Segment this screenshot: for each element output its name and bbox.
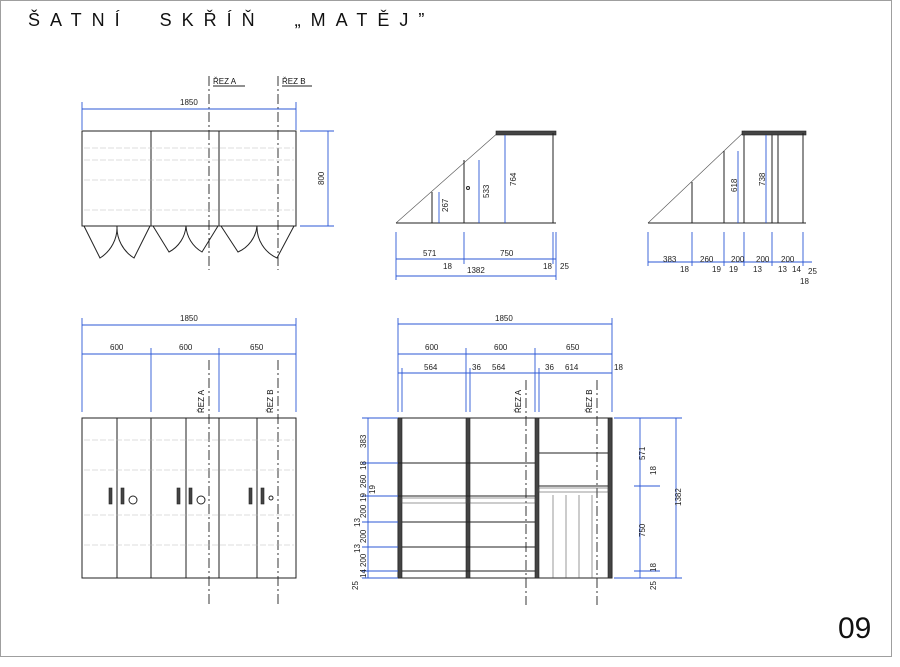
interior-right-r4: 18 [649, 563, 658, 572]
plan-depth-label: 800 [317, 171, 326, 185]
cut-label-b-front: ŘEZ B [266, 389, 275, 413]
front-w2: 600 [179, 343, 193, 352]
interior-left-11: 25 [351, 581, 360, 590]
section-b-d4: 19 [712, 265, 721, 274]
interior-left-10: 14 [359, 569, 368, 578]
plan-view: ŘEZ A ŘEZ B 1850 800 [81, 76, 334, 270]
interior-left-4: 19 [368, 485, 377, 494]
sheet-border [0, 0, 892, 657]
section-a-total: 1382 [467, 266, 485, 275]
section-b-d8: 13 [753, 265, 762, 274]
interior-left-7: 200 [359, 529, 368, 543]
section-b-d9: 200 [781, 255, 795, 264]
cut-label-b-interior: ŘEZ B [585, 389, 594, 413]
interior-right-total: 1382 [674, 488, 683, 506]
section-a-d2: 750 [500, 249, 514, 258]
interior-left-5: 200 [359, 504, 368, 518]
section-a: 267 533 764 571 750 18 18 25 1382 [395, 130, 569, 280]
interior-i6: 18 [614, 363, 623, 372]
interior-w1: 600 [425, 343, 439, 352]
interior-left-9: 200 [359, 553, 368, 567]
interior-left-8: 13 [353, 544, 362, 553]
section-a-d4: 18 [543, 262, 552, 271]
interior-right-r2: 18 [649, 466, 658, 475]
section-b-h1: 618 [730, 178, 739, 192]
interior-i4: 36 [545, 363, 554, 372]
interior-left-3: 19 [359, 493, 368, 502]
interior-view: 1850 600 600 650 564 36 564 36 614 18 ŘE… [351, 314, 683, 605]
section-a-h2: 533 [482, 184, 491, 198]
section-b: 618 738 383 18 260 19 200 19 200 13 200 … [647, 130, 817, 286]
section-a-h1: 267 [441, 198, 450, 212]
section-b-d5: 200 [731, 255, 745, 264]
section-b-d12: 25 [808, 267, 817, 276]
section-b-d10: 13 [778, 265, 787, 274]
section-a-d1: 571 [423, 249, 437, 258]
interior-w2: 600 [494, 343, 508, 352]
section-b-d1: 383 [663, 255, 677, 264]
interior-total: 1850 [495, 314, 513, 323]
cut-label-a-interior: ŘEZ A [514, 389, 523, 413]
section-b-d2: 18 [680, 265, 689, 274]
section-b-d7: 200 [756, 255, 770, 264]
section-a-d5: 25 [560, 262, 569, 271]
interior-i2: 36 [472, 363, 481, 372]
interior-left-6: 13 [353, 518, 362, 527]
interior-w3: 650 [566, 343, 580, 352]
page-number: 09 [838, 612, 872, 645]
section-b-d13: 18 [800, 277, 809, 286]
interior-right-r5: 25 [649, 581, 658, 590]
front-view: 1850 600 600 650 ŘEZ A ŘEZ B [81, 314, 297, 605]
section-b-d3: 260 [700, 255, 714, 264]
interior-left-0: 383 [359, 434, 368, 448]
cut-label-a-front: ŘEZ A [197, 389, 206, 413]
interior-left-1: 18 [359, 461, 368, 470]
front-w1: 600 [110, 343, 124, 352]
interior-right-r1: 571 [638, 446, 647, 460]
interior-i3: 564 [492, 363, 506, 372]
drawing-title: ŠATNÍ SKŘÍŇ „MATĚJ” [28, 10, 435, 30]
section-b-d11: 14 [792, 265, 801, 274]
section-b-d6: 19 [729, 265, 738, 274]
section-b-h2: 738 [758, 172, 767, 186]
cut-label-b-top: ŘEZ B [282, 77, 306, 86]
front-total: 1850 [180, 314, 198, 323]
plan-width-label: 1850 [180, 98, 198, 107]
interior-i1: 564 [424, 363, 438, 372]
section-a-h3: 764 [509, 172, 518, 186]
cut-label-a-top: ŘEZ A [213, 77, 237, 86]
section-a-d3: 18 [443, 262, 452, 271]
interior-i5: 614 [565, 363, 579, 372]
interior-left-2: 260 [359, 474, 368, 488]
interior-right-r3: 750 [638, 523, 647, 537]
front-w3: 650 [250, 343, 264, 352]
